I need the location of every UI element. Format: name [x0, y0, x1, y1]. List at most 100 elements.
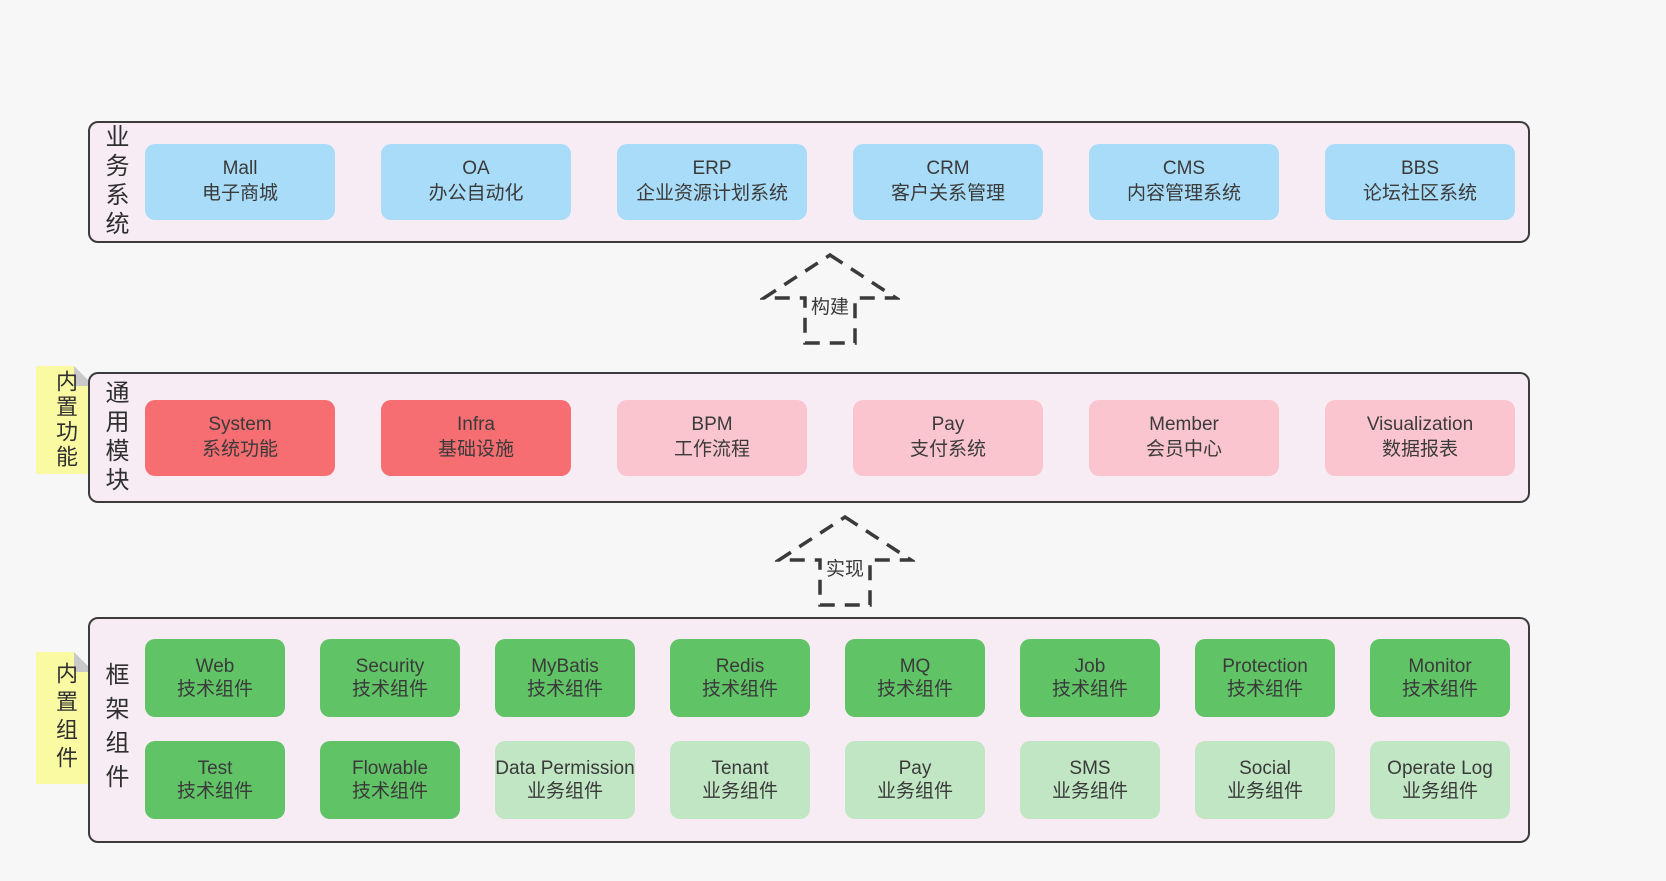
arrow-build-label: 构建 — [807, 292, 853, 319]
dashed-up-arrow-icon — [775, 514, 915, 607]
common-modules-panel: 通用模块 System 系统功能 Infra 基础设施 BPM 工作流程 Pay… — [88, 372, 1530, 503]
box-bpm-en: BPM — [691, 414, 733, 436]
box-pay-component: Pay 业务组件 — [845, 741, 985, 819]
box-member: Member 会员中心 — [1089, 400, 1279, 476]
builtin-features-note: 内置功能 — [36, 366, 94, 474]
box-social-zh: 业务组件 — [1226, 781, 1303, 802]
box-mybatis-zh: 技术组件 — [526, 679, 603, 700]
box-pay-module-en: Pay — [931, 414, 965, 436]
box-system: System 系统功能 — [145, 400, 335, 476]
box-redis: Redis 技术组件 — [670, 639, 810, 717]
box-bpm-zh: 工作流程 — [673, 439, 750, 460]
arrow-implement-label: 实现 — [822, 554, 868, 581]
box-erp-en: ERP — [692, 158, 732, 180]
box-social: Social 业务组件 — [1195, 741, 1335, 819]
box-crm-en: CRM — [926, 158, 970, 180]
box-monitor-zh: 技术组件 — [1401, 679, 1478, 700]
box-sms-en: SMS — [1069, 757, 1111, 779]
box-flowable-zh: 技术组件 — [351, 781, 428, 802]
dashed-up-arrow-icon — [760, 252, 900, 345]
box-web-zh: 技术组件 — [176, 679, 253, 700]
box-test-en: Test — [197, 757, 233, 779]
box-cms: CMS 内容管理系统 — [1089, 144, 1279, 220]
business-systems-panel: 业务系统 Mall 电子商城 OA 办公自动化 ERP 企业资源计划系统 CRM… — [88, 121, 1530, 243]
box-tenant-en: Tenant — [711, 757, 769, 779]
box-pay-module: Pay 支付系统 — [853, 400, 1043, 476]
common-modules-row: System 系统功能 Infra 基础设施 BPM 工作流程 Pay 支付系统… — [145, 400, 1515, 476]
framework-components-side-label: 框架组件 — [101, 662, 128, 798]
box-mq: MQ 技术组件 — [845, 639, 985, 717]
box-mall: Mall 电子商城 — [145, 144, 335, 220]
box-security-zh: 技术组件 — [351, 679, 428, 700]
box-operate-log-en: Operate Log — [1387, 757, 1493, 779]
framework-components-row-1: Web 技术组件 Security 技术组件 MyBatis 技术组件 Redi… — [145, 639, 1510, 717]
box-bbs-en: BBS — [1400, 158, 1440, 180]
box-mq-zh: 技术组件 — [876, 679, 953, 700]
box-pay-component-zh: 业务组件 — [876, 781, 953, 802]
box-operate-log: Operate Log 业务组件 — [1370, 741, 1510, 819]
box-oa-zh: 办公自动化 — [428, 183, 524, 204]
box-protection-zh: 技术组件 — [1226, 679, 1303, 700]
box-protection: Protection 技术组件 — [1195, 639, 1335, 717]
box-operate-log-zh: 业务组件 — [1401, 781, 1478, 802]
box-pay-module-zh: 支付系统 — [909, 439, 986, 460]
box-monitor-en: Monitor — [1408, 655, 1472, 677]
box-visualization: Visualization 数据报表 — [1325, 400, 1515, 476]
box-cms-en: CMS — [1162, 158, 1206, 180]
box-job-zh: 技术组件 — [1051, 679, 1128, 700]
box-cms-zh: 内容管理系统 — [1126, 183, 1241, 204]
box-web: Web 技术组件 — [145, 639, 285, 717]
box-bpm: BPM 工作流程 — [617, 400, 807, 476]
box-job: Job 技术组件 — [1020, 639, 1160, 717]
builtin-features-note-label: 内置功能 — [53, 370, 78, 470]
box-sms-zh: 业务组件 — [1051, 781, 1128, 802]
box-mall-en: Mall — [222, 158, 258, 180]
box-oa: OA 办公自动化 — [381, 144, 571, 220]
box-web-en: Web — [195, 655, 235, 677]
box-member-zh: 会员中心 — [1145, 439, 1222, 460]
box-infra-en: Infra — [456, 414, 496, 436]
box-mybatis-en: MyBatis — [531, 655, 599, 677]
box-data-permission-zh: 业务组件 — [526, 781, 603, 802]
box-system-en: System — [208, 414, 272, 436]
box-flowable-en: Flowable — [351, 757, 429, 779]
builtin-components-note-label: 内置组件 — [53, 662, 78, 774]
box-redis-zh: 技术组件 — [701, 679, 778, 700]
box-mybatis: MyBatis 技术组件 — [495, 639, 635, 717]
business-systems-row: Mall 电子商城 OA 办公自动化 ERP 企业资源计划系统 CRM 客户关系… — [145, 144, 1515, 220]
box-data-permission: Data Permission 业务组件 — [495, 741, 635, 819]
box-security-en: Security — [355, 655, 425, 677]
box-erp-zh: 企业资源计划系统 — [635, 183, 788, 204]
box-job-en: Job — [1074, 655, 1106, 677]
box-erp: ERP 企业资源计划系统 — [617, 144, 807, 220]
box-data-permission-en: Data Permission — [495, 757, 635, 779]
box-monitor: Monitor 技术组件 — [1370, 639, 1510, 717]
box-infra: Infra 基础设施 — [381, 400, 571, 476]
box-test-zh: 技术组件 — [176, 781, 253, 802]
box-sms: SMS 业务组件 — [1020, 741, 1160, 819]
box-crm: CRM 客户关系管理 — [853, 144, 1043, 220]
box-protection-en: Protection — [1222, 655, 1308, 677]
framework-components-panel: 框架组件 Web 技术组件 Security 技术组件 MyBatis 技术组件… — [88, 617, 1530, 843]
box-member-en: Member — [1149, 414, 1219, 436]
common-modules-side-label: 通用模块 — [101, 379, 128, 496]
box-visualization-zh: 数据报表 — [1381, 439, 1458, 460]
box-crm-zh: 客户关系管理 — [890, 183, 1005, 204]
box-test: Test 技术组件 — [145, 741, 285, 819]
arrow-build: 构建 — [760, 252, 900, 346]
box-tenant: Tenant 业务组件 — [670, 741, 810, 819]
box-infra-zh: 基础设施 — [437, 439, 514, 460]
arrow-implement: 实现 — [775, 514, 915, 608]
box-system-zh: 系统功能 — [201, 439, 278, 460]
builtin-components-note: 内置组件 — [36, 652, 94, 784]
box-redis-en: Redis — [715, 655, 765, 677]
box-security: Security 技术组件 — [320, 639, 460, 717]
box-bbs: BBS 论坛社区系统 — [1325, 144, 1515, 220]
business-systems-side-label: 业务系统 — [101, 124, 128, 240]
box-social-en: Social — [1239, 757, 1291, 779]
box-pay-component-en: Pay — [898, 757, 932, 779]
box-flowable: Flowable 技术组件 — [320, 741, 460, 819]
framework-components-row-2: Test 技术组件 Flowable 技术组件 Data Permission … — [145, 741, 1510, 819]
box-mq-en: MQ — [899, 655, 931, 677]
